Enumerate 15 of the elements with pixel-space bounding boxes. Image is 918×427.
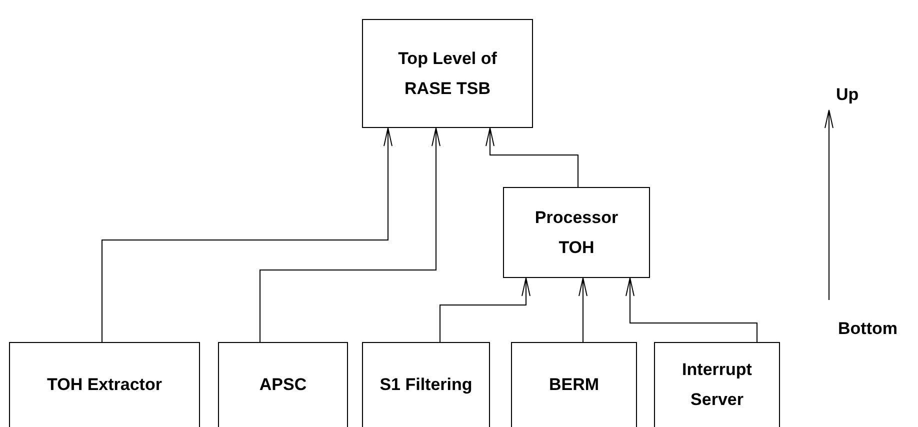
arrow [102,128,392,342]
process-box: Top Level of RASE TSB [362,19,533,128]
arrow [578,278,588,342]
process-box: S1 Filtering [362,342,490,427]
process-box: Processor TOH [503,187,650,278]
process-box: TOH Extractor [9,342,200,427]
arrow [486,128,578,188]
arrow [440,278,530,342]
process-box: Interrupt Server [654,342,780,427]
arrow [626,278,758,342]
direction-label: Bottom [838,318,898,340]
process-box: BERM [511,342,637,427]
process-box: APSC [218,342,348,427]
direction-label: Up [836,84,859,106]
arrow [260,128,440,342]
